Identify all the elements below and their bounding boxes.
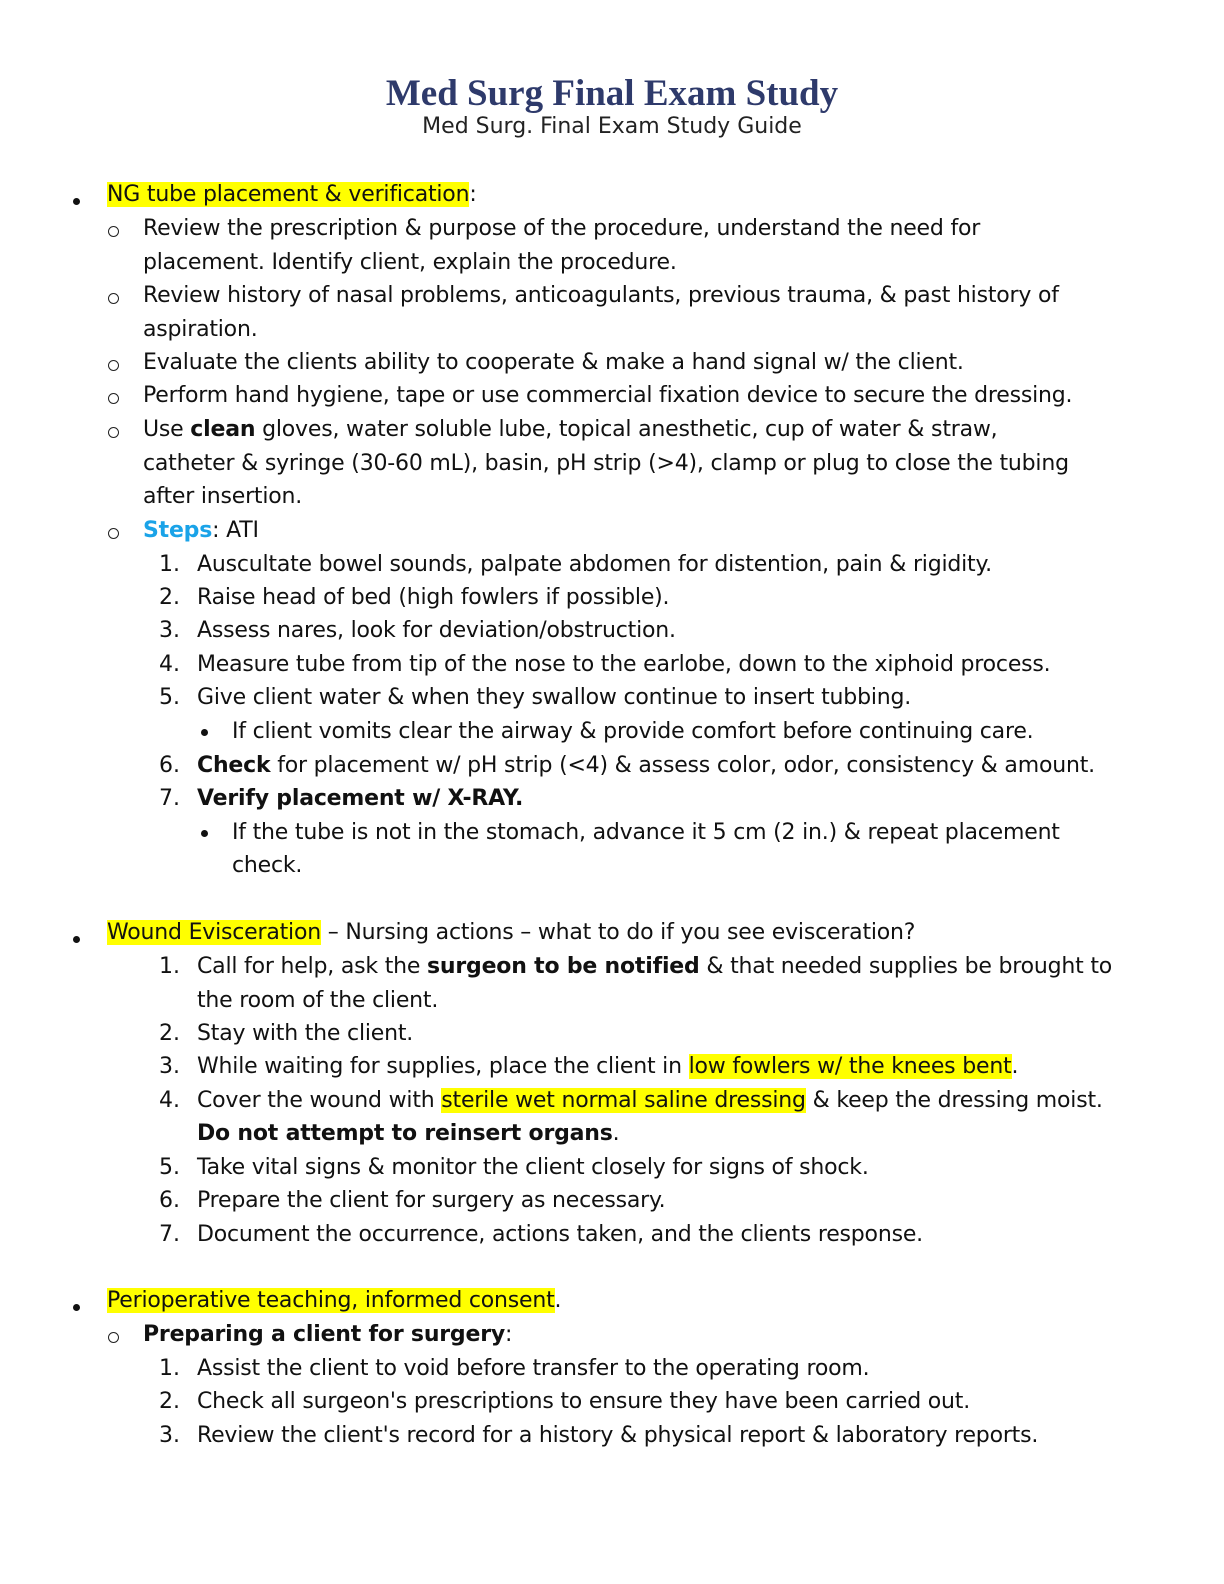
ng-step-1: Auscultate bowel sounds, palpate abdomen… — [197, 552, 992, 577]
periop-subheading: Preparing a client for surgery: — [143, 1322, 513, 1347]
ng-steps-heading: Steps: ATI — [143, 518, 259, 543]
step-number: 4. — [159, 652, 180, 677]
step-number: 5. — [159, 1155, 180, 1180]
step-number: 7. — [159, 786, 180, 811]
page-subtitle: Med Surg. Final Exam Study Guide — [422, 114, 802, 139]
wound-step-6: Prepare the client for surgery as necess… — [197, 1188, 666, 1213]
ng-item-1: Review the prescription & purpose of the… — [143, 216, 981, 241]
wound-step-4-cont: Do not attempt to reinsert organs. — [197, 1121, 620, 1146]
step-number: 3. — [159, 1423, 180, 1448]
sub-bullet-circle — [108, 427, 119, 438]
step-number: 5. — [159, 685, 180, 710]
ng-step-7-note: If the tube is not in the stomach, advan… — [232, 820, 1060, 845]
step-number: 4. — [159, 1088, 180, 1113]
ng-step-5-note: If client vomits clear the airway & prov… — [232, 719, 1034, 744]
bullet-dot — [73, 936, 80, 943]
step-number: 2. — [159, 1389, 180, 1414]
section-heading-ng: NG tube placement & verification: — [107, 182, 477, 207]
sub-bullet-circle — [108, 528, 119, 539]
ng-step-4: Measure tube from tip of the nose to the… — [197, 652, 1051, 677]
sub-bullet-circle — [108, 393, 119, 404]
ng-step-7: Verify placement w/ X-RAY. — [197, 786, 524, 811]
wound-step-5: Take vital signs & monitor the client cl… — [197, 1155, 869, 1180]
step-number: 3. — [159, 1054, 180, 1079]
bullet-dot — [201, 830, 208, 837]
bullet-dot — [201, 729, 208, 736]
step-number: 7. — [159, 1222, 180, 1247]
wound-step-1-cont: the room of the client. — [197, 988, 439, 1013]
wound-step-3: While waiting for supplies, place the cl… — [197, 1054, 1019, 1079]
wound-step-1: Call for help, ask the surgeon to be not… — [197, 954, 1113, 979]
ng-step-5: Give client water & when they swallow co… — [197, 685, 912, 710]
ng-item-5-cont: catheter & syringe (30-60 mL), basin, pH… — [143, 451, 1069, 476]
periop-step-2: Check all surgeon's prescriptions to ens… — [197, 1389, 970, 1414]
ng-item-2-cont: aspiration. — [143, 317, 258, 342]
periop-step-3: Review the client's record for a history… — [197, 1423, 1039, 1448]
bullet-dot — [73, 1304, 80, 1311]
step-number: 1. — [159, 1356, 180, 1381]
ng-step-6: Check for placement w/ pH strip (<4) & a… — [197, 753, 1095, 778]
ng-item-5-cont2: after insertion. — [143, 484, 303, 509]
ng-item-3: Evaluate the clients ability to cooperat… — [143, 350, 964, 375]
periop-step-1: Assist the client to void before transfe… — [197, 1356, 870, 1381]
step-number: 2. — [159, 585, 180, 610]
step-number: 3. — [159, 618, 180, 643]
section-heading-wound: Wound Evisceration – Nursing actions – w… — [107, 920, 916, 945]
wound-step-7: Document the occurrence, actions taken, … — [197, 1222, 923, 1247]
ng-step-7-note-cont: check. — [232, 853, 303, 878]
step-number: 6. — [159, 1188, 180, 1213]
ng-item-5: Use clean gloves, water soluble lube, to… — [143, 417, 998, 442]
bullet-dot — [73, 198, 80, 205]
sub-bullet-circle — [108, 1332, 119, 1343]
page-title: Med Surg Final Exam Study — [385, 73, 839, 114]
ng-item-2: Review history of nasal problems, antico… — [143, 283, 1059, 308]
step-number: 6. — [159, 753, 180, 778]
ng-item-4: Perform hand hygiene, tape or use commer… — [143, 383, 1073, 408]
sub-bullet-circle — [108, 360, 119, 371]
section-heading-periop: Perioperative teaching, informed consent… — [107, 1288, 562, 1313]
ng-step-2: Raise head of bed (high fowlers if possi… — [197, 585, 670, 610]
step-number: 1. — [159, 552, 180, 577]
step-number: 1. — [159, 954, 180, 979]
ng-item-1-cont: placement. Identify client, explain the … — [143, 250, 677, 275]
ng-step-3: Assess nares, look for deviation/obstruc… — [197, 618, 676, 643]
sub-bullet-circle — [108, 226, 119, 237]
wound-step-2: Stay with the client. — [197, 1021, 414, 1046]
step-number: 2. — [159, 1021, 180, 1046]
wound-step-4: Cover the wound with sterile wet normal … — [197, 1088, 1103, 1113]
sub-bullet-circle — [108, 293, 119, 304]
